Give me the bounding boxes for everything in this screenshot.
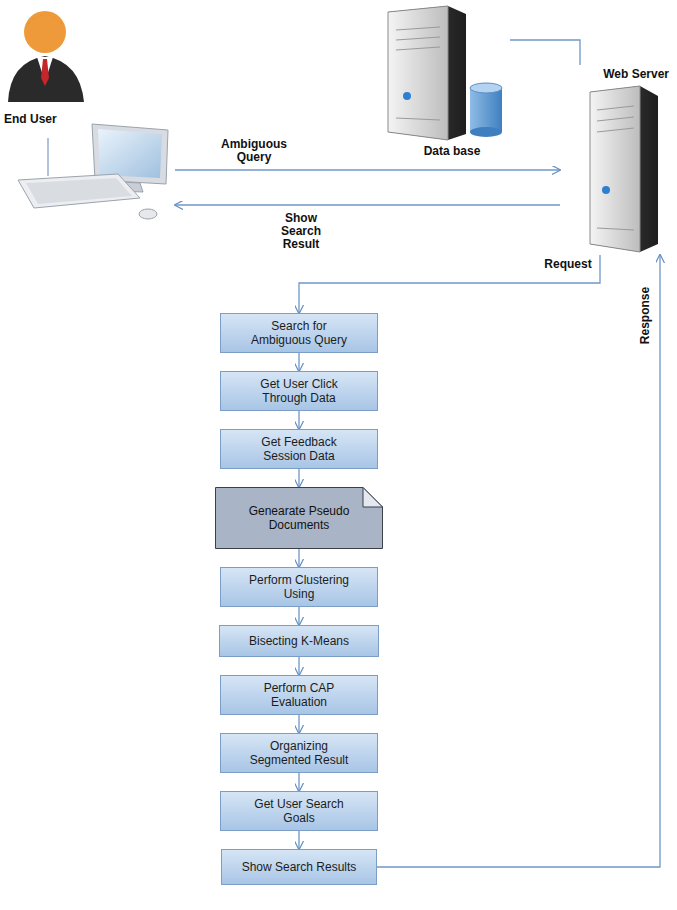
connector xyxy=(298,469,299,487)
process-box: Get User Click Through Data xyxy=(220,371,378,411)
step-text: Bisecting K-Means xyxy=(249,634,349,648)
process-box: Get User Search Goals xyxy=(220,791,378,831)
step-text: Perform CAP Evaluation xyxy=(244,681,354,709)
edge-label: Response xyxy=(638,281,653,351)
label-anchor: Show Search Result xyxy=(268,211,334,252)
connector xyxy=(175,204,560,205)
step-text: Genearate Pseudo Documents xyxy=(244,504,354,532)
connector xyxy=(298,831,299,849)
connector xyxy=(298,549,299,567)
step-text: Get Feedback Session Data xyxy=(244,435,354,463)
connector xyxy=(299,255,600,313)
edge-label: Ambiguous Query xyxy=(212,137,296,165)
edge-label: Request xyxy=(540,257,596,272)
connector xyxy=(298,715,299,733)
server-node: Web Server xyxy=(560,65,675,255)
step-text: Get User Click Through Data xyxy=(244,377,354,405)
database-cylinder xyxy=(470,83,502,137)
step-text: Get User Search Goals xyxy=(244,797,354,825)
database-server-icon xyxy=(388,6,466,140)
icon-label: Web Server xyxy=(560,67,669,81)
connector xyxy=(175,169,560,170)
process-box: Bisecting K-Means xyxy=(219,625,379,657)
step-text: Organizing Segmented Result xyxy=(244,739,354,767)
document-body xyxy=(216,488,383,549)
step-text: Search for Ambiguous Query xyxy=(244,319,354,347)
icon-label: Data base xyxy=(394,144,510,158)
connector xyxy=(298,353,299,371)
user-node: End User xyxy=(0,0,175,225)
connector xyxy=(298,411,299,429)
computer-icon xyxy=(18,124,168,219)
document-fold xyxy=(363,488,383,508)
process-box: Organizing Segmented Result xyxy=(220,733,378,773)
process-box: Perform Clustering Using xyxy=(220,567,378,607)
icon-label: End User xyxy=(4,112,175,126)
user-wire xyxy=(47,138,48,176)
process-box: Show Search Results xyxy=(221,849,377,885)
label-anchor: Request xyxy=(540,257,596,272)
connector xyxy=(298,657,299,675)
label-anchor: Ambiguous Query xyxy=(212,137,296,165)
process-box: Get Feedback Session Data xyxy=(220,429,378,469)
web-server-icon xyxy=(590,86,658,252)
person-icon xyxy=(8,11,84,102)
document-shape: Genearate Pseudo Documents xyxy=(215,487,383,549)
label-anchor: Response xyxy=(638,281,653,351)
process-box: Perform CAP Evaluation xyxy=(220,675,378,715)
connector xyxy=(377,255,660,867)
connector xyxy=(510,40,580,65)
step-text: Perform Clustering Using xyxy=(243,573,355,601)
database-node: Data base xyxy=(380,0,510,165)
step-text: Show Search Results xyxy=(242,860,357,874)
edge-label: Show Search Result xyxy=(268,211,334,252)
process-box: Search for Ambiguous Query xyxy=(220,313,378,353)
connector xyxy=(298,607,299,625)
connector xyxy=(298,773,299,791)
